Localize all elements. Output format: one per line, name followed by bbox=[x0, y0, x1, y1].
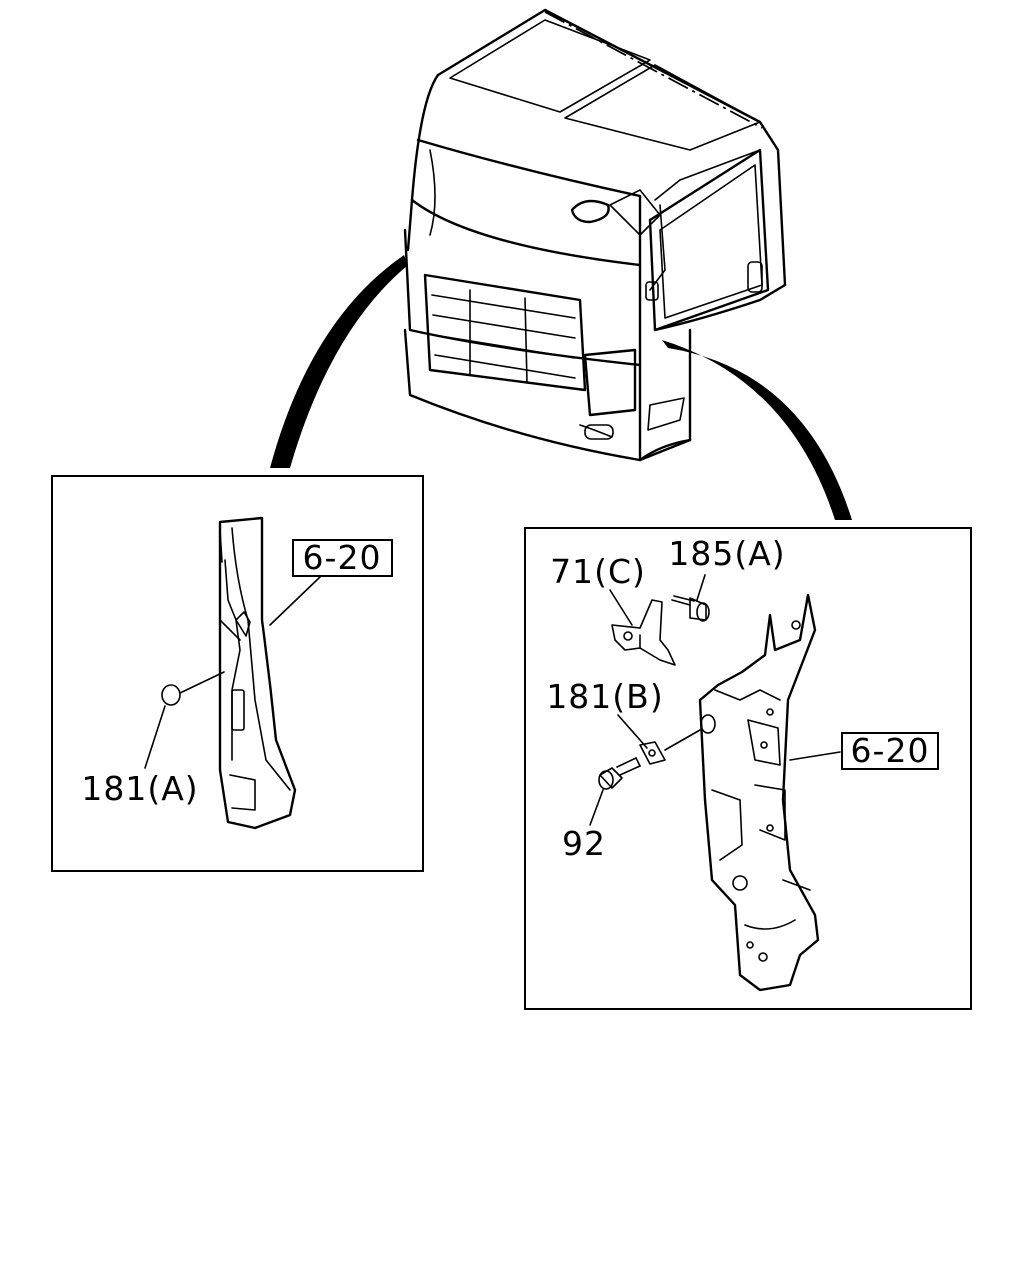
left-leader-arc bbox=[270, 255, 408, 468]
plug-181a-leader-top bbox=[179, 671, 225, 694]
plug-181b-leader bbox=[617, 714, 648, 749]
truck-cab-illustration bbox=[403, 8, 787, 462]
right-pillar-panel bbox=[698, 593, 820, 992]
plug-181b bbox=[639, 714, 716, 765]
left-ref-leader bbox=[269, 576, 321, 626]
bolt-185a-label: 185(A) bbox=[668, 534, 785, 573]
right-detail-box bbox=[524, 527, 972, 1010]
bolt-92-leader bbox=[589, 789, 604, 826]
left-ref-label: 6-20 bbox=[303, 538, 382, 577]
bracket-71c bbox=[611, 599, 676, 666]
plug-181b-label: 181(B) bbox=[546, 677, 663, 716]
right-ref-label: 6-20 bbox=[851, 731, 930, 770]
left-ref-box bbox=[292, 539, 393, 577]
left-pillar-panel bbox=[218, 516, 297, 830]
bolt-92 bbox=[598, 757, 641, 790]
bracket-71c-label: 71(C) bbox=[550, 552, 646, 591]
right-ref-box bbox=[841, 732, 939, 770]
bracket-71c-leader bbox=[609, 589, 633, 626]
plug-181a-label: 181(A) bbox=[81, 769, 198, 808]
plug-181a-leader bbox=[144, 705, 166, 769]
bolt-185a bbox=[671, 595, 710, 622]
plug-181a bbox=[161, 684, 181, 706]
bolt-92-label: 92 bbox=[562, 824, 606, 863]
left-detail-box bbox=[51, 475, 424, 872]
bolt-185a-leader bbox=[696, 574, 706, 601]
right-leader-arc bbox=[662, 340, 852, 520]
right-ref-leader bbox=[789, 751, 841, 761]
